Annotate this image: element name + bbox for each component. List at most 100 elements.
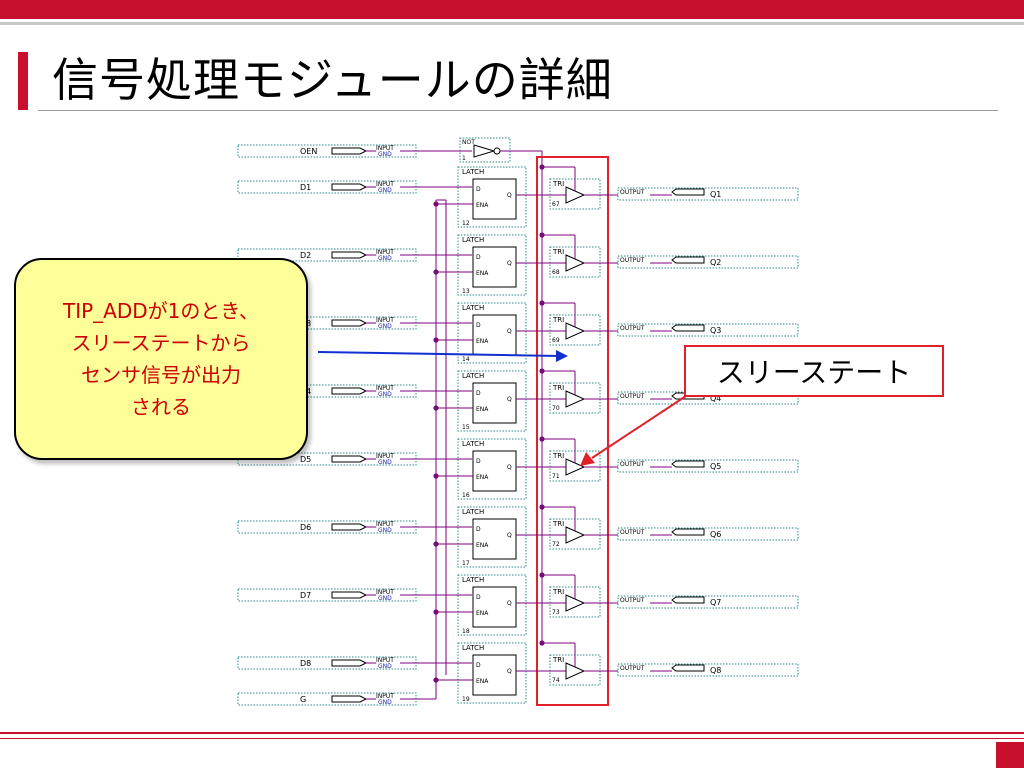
latch-id: 12	[462, 220, 470, 227]
wire-junction	[433, 201, 439, 207]
tristate-label-box: スリーステート	[684, 345, 944, 397]
tristate-arrow-head	[580, 452, 595, 466]
wire-junction	[539, 436, 545, 442]
explanation-callout: TIP_ADDが1のとき、 スリーステートから センサ信号が出力 される	[14, 258, 308, 460]
tristate-tag: TRI	[552, 656, 564, 664]
input-pin-symbol	[331, 147, 368, 155]
vcc-tag: GND	[378, 391, 392, 398]
latch-body	[472, 450, 517, 492]
output-pin-box	[617, 527, 799, 541]
tristate-tag: TRI	[552, 520, 564, 528]
latch-id: 18	[462, 628, 470, 635]
input-tag: INPUT	[376, 693, 394, 700]
output-pin-symbol	[671, 596, 705, 604]
tristate-arrow-line	[591, 395, 687, 459]
output-pin-symbol	[671, 188, 705, 196]
latch-tag: LATCH	[462, 508, 484, 516]
latch-pin-q: Q	[507, 192, 512, 199]
latch-frame	[457, 438, 527, 500]
tristate-id: 74	[552, 677, 560, 684]
latch-pin-q: Q	[507, 396, 512, 403]
output-tag: OUTPUT	[620, 597, 645, 604]
latch-body	[472, 518, 517, 560]
input-tag: INPUT	[376, 657, 394, 664]
latch-frame	[457, 370, 527, 432]
latch-pin-d: D	[476, 186, 481, 193]
input-pin-label: D8	[300, 659, 311, 668]
wire-junction	[539, 572, 545, 578]
tristate-tag: TRI	[552, 384, 564, 392]
input-pin-symbol	[331, 251, 368, 259]
input-tag: INPUT	[376, 145, 394, 152]
vcc-tag: GND	[378, 187, 392, 194]
latch-frame	[457, 166, 527, 228]
not-gate-frame	[459, 137, 511, 163]
latch-pin-q: Q	[507, 532, 512, 539]
input-pin-label: D2	[300, 251, 311, 260]
wire-junction	[433, 541, 439, 547]
wire-junction	[433, 677, 439, 683]
latch-pin-ena: ENA	[476, 338, 489, 345]
latch-frame	[457, 506, 527, 568]
latch-tag: LATCH	[462, 440, 484, 448]
footer-line	[0, 732, 1024, 734]
vcc-tag: GND	[378, 323, 392, 330]
input-pin-symbol	[331, 659, 368, 667]
input-pin-label: OEN	[300, 147, 317, 156]
tristate-tag: TRI	[552, 316, 564, 324]
latch-id: 13	[462, 288, 470, 295]
wire-junction	[539, 504, 545, 510]
input-pin-label: D7	[300, 591, 311, 600]
callout-arrow-line	[317, 351, 561, 357]
output-tag: OUTPUT	[620, 393, 645, 400]
output-pin-label: Q4	[710, 394, 721, 403]
latch-body	[472, 178, 517, 220]
output-tag: OUTPUT	[620, 257, 645, 264]
latch-pin-d: D	[476, 322, 481, 329]
output-pin-box	[617, 595, 799, 609]
latch-tag: LATCH	[462, 304, 484, 312]
input-pin-symbol	[331, 523, 368, 531]
input-pin-label: D1	[300, 183, 311, 192]
output-pin-symbol	[671, 256, 705, 264]
output-pin-symbol	[671, 664, 705, 672]
footer-corner-block	[996, 742, 1024, 768]
input-tag: INPUT	[376, 589, 394, 596]
top-banner-underline	[0, 22, 1024, 25]
tristate-id: 68	[552, 269, 560, 276]
input-pin-symbol	[331, 319, 368, 327]
callout-arrow-head	[556, 350, 568, 362]
tristate-tag: TRI	[552, 588, 564, 596]
input-pin-label: G	[300, 695, 306, 704]
vcc-tag: GND	[378, 663, 392, 670]
output-pin-label: Q6	[710, 530, 721, 539]
latch-pin-q: Q	[507, 464, 512, 471]
latch-body	[472, 654, 517, 696]
latch-pin-q: Q	[507, 328, 512, 335]
output-pin-label: Q3	[710, 326, 721, 335]
output-pin-symbol	[671, 528, 705, 536]
latch-pin-q: Q	[507, 260, 512, 267]
output-pin-label: Q7	[710, 598, 721, 607]
input-tag: INPUT	[376, 317, 394, 324]
output-tag: OUTPUT	[620, 461, 645, 468]
latch-tag: LATCH	[462, 576, 484, 584]
output-pin-box	[617, 459, 799, 473]
latch-pin-ena: ENA	[476, 406, 489, 413]
vcc-tag: GND	[378, 527, 392, 534]
latch-pin-d: D	[476, 458, 481, 465]
input-pin-symbol	[331, 387, 368, 395]
latch-tag: LATCH	[462, 644, 484, 652]
latch-tag: LATCH	[462, 236, 484, 244]
wire-junction	[539, 232, 545, 238]
output-pin-label: Q8	[710, 666, 721, 675]
vcc-tag: GND	[378, 459, 392, 466]
output-pin-symbol	[671, 324, 705, 332]
tristate-tag: TRI	[552, 452, 564, 460]
tristate-group-highlight	[536, 156, 609, 706]
tristate-id: 73	[552, 609, 560, 616]
tristate-id: 67	[552, 201, 560, 208]
vcc-tag: GND	[378, 699, 392, 706]
not-id: 1	[462, 155, 466, 162]
input-tag: INPUT	[376, 249, 394, 256]
